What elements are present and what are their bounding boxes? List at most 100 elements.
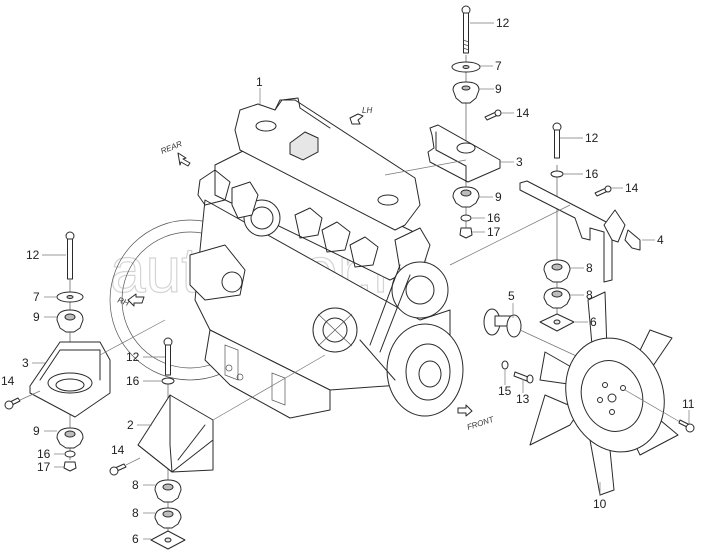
callout-6[interactable]: 6 [590, 315, 597, 329]
starter-end [221, 271, 243, 293]
rubber-mount-hole [162, 510, 174, 518]
bracket-2-gusset [177, 424, 206, 461]
callout-9[interactable]: 9 [33, 424, 40, 438]
washer-16 [64, 450, 76, 458]
oil-pan-flange-2 [271, 372, 286, 406]
assembly-line [384, 159, 467, 176]
direction-label-lh: LH [362, 106, 372, 115]
callout-2[interactable]: 2 [127, 418, 134, 432]
callout-8[interactable]: 8 [586, 261, 593, 275]
callout-16[interactable]: 16 [37, 447, 51, 461]
callout-3[interactable]: 3 [516, 155, 523, 169]
bolt-shaft [554, 129, 560, 159]
engine-block [194, 199, 451, 391]
callout-17[interactable]: 17 [37, 460, 51, 474]
callout-15[interactable]: 15 [498, 384, 512, 398]
callout-9[interactable]: 9 [33, 310, 40, 324]
engine[interactable] [109, 97, 464, 419]
callout-12[interactable]: 12 [585, 131, 599, 145]
fan[interactable] [529, 291, 695, 496]
callout-8[interactable]: 8 [132, 478, 139, 492]
bolt-13 [513, 371, 529, 382]
bracket-2 [137, 394, 214, 473]
fan-spacer[interactable] [483, 308, 586, 384]
callout-12[interactable]: 12 [496, 16, 510, 30]
drive-belt [359, 264, 411, 381]
callout-7[interactable]: 7 [33, 290, 40, 304]
callout-leaders [32, 22, 690, 540]
callout-14[interactable]: 14 [625, 181, 639, 195]
assembly-line [19, 390, 41, 401]
rubber-mount-hole [461, 85, 471, 91]
fan-bolt-hole [602, 382, 608, 388]
top-mount-stack[interactable] [384, 5, 502, 239]
callout-17[interactable]: 17 [487, 225, 501, 239]
callout-9[interactable]: 9 [495, 82, 502, 96]
callout-3[interactable]: 3 [22, 356, 29, 370]
right-mount-stack[interactable] [449, 122, 641, 332]
callout-16[interactable]: 16 [585, 167, 599, 181]
callout-8[interactable]: 8 [132, 506, 139, 520]
rubber-mount-hole [460, 189, 472, 197]
water-pump-pulley [391, 261, 449, 319]
callout-5[interactable]: 5 [508, 289, 515, 303]
nut-17 [63, 461, 77, 472]
callout-12[interactable]: 12 [126, 350, 140, 364]
pan-bolt [236, 373, 244, 381]
crank-pulley [386, 323, 464, 417]
rubber-mount-hole [551, 290, 563, 298]
bracket-2-edge [137, 394, 214, 473]
rubber-mount [543, 259, 571, 283]
washer-15 [501, 360, 509, 370]
callout-6[interactable]: 6 [132, 532, 139, 546]
callout-14[interactable]: 14 [1, 374, 15, 388]
callout-10[interactable]: 10 [593, 497, 607, 511]
rubber-mount-hole [551, 263, 563, 271]
callout-14[interactable]: 14 [111, 443, 125, 457]
assembly-line [624, 389, 681, 423]
arrow-front-icon [457, 404, 473, 417]
bolt-13-head [526, 374, 534, 384]
callout-13[interactable]: 13 [516, 392, 530, 406]
pan-bolt [225, 364, 233, 372]
oil-filler-cap [255, 120, 277, 132]
direction-rh: RH [116, 293, 145, 308]
washer-hole [462, 65, 470, 69]
arrow-lh-icon [349, 113, 364, 125]
fan-hub-inner [580, 360, 644, 432]
oil-pan [204, 329, 331, 419]
rubber-mount [56, 309, 84, 333]
arrow-rear-icon [177, 152, 191, 167]
rubber-mount [452, 186, 480, 208]
bolt-14-head [109, 466, 119, 476]
callout-9[interactable]: 9 [495, 190, 502, 204]
callout-7[interactable]: 7 [495, 59, 502, 73]
rubber-mount [56, 427, 84, 449]
callout-14[interactable]: 14 [516, 106, 530, 120]
bracket-3-left-edge [39, 349, 101, 381]
bolt-14-head [4, 400, 14, 410]
bolt-shaft [463, 12, 469, 54]
assembly-line [125, 457, 141, 466]
callout-11[interactable]: 11 [682, 397, 695, 411]
callout-4[interactable]: 4 [657, 233, 664, 247]
valve-cover [234, 99, 421, 231]
bottom-mount-stack[interactable] [109, 337, 326, 550]
water-pump-pulley-hub [405, 275, 435, 305]
callout-12[interactable]: 12 [26, 248, 40, 262]
bolt-11-head [685, 423, 695, 433]
callout-16[interactable]: 16 [126, 374, 140, 388]
callout-1[interactable]: 1 [256, 75, 263, 89]
callout-16[interactable]: 16 [487, 211, 501, 225]
spacer-hub [506, 314, 522, 338]
bolt-thread [463, 39, 469, 51]
rubber-mount-hole [162, 483, 174, 491]
callout-8[interactable]: 8 [586, 288, 593, 302]
turbo-inner [250, 206, 274, 230]
left-mount-stack[interactable] [4, 231, 166, 472]
assembly-line [99, 319, 166, 356]
fan-bolt-hole [607, 393, 617, 403]
direction-rear: REAR [159, 139, 191, 167]
breather-pipe [274, 97, 331, 129]
